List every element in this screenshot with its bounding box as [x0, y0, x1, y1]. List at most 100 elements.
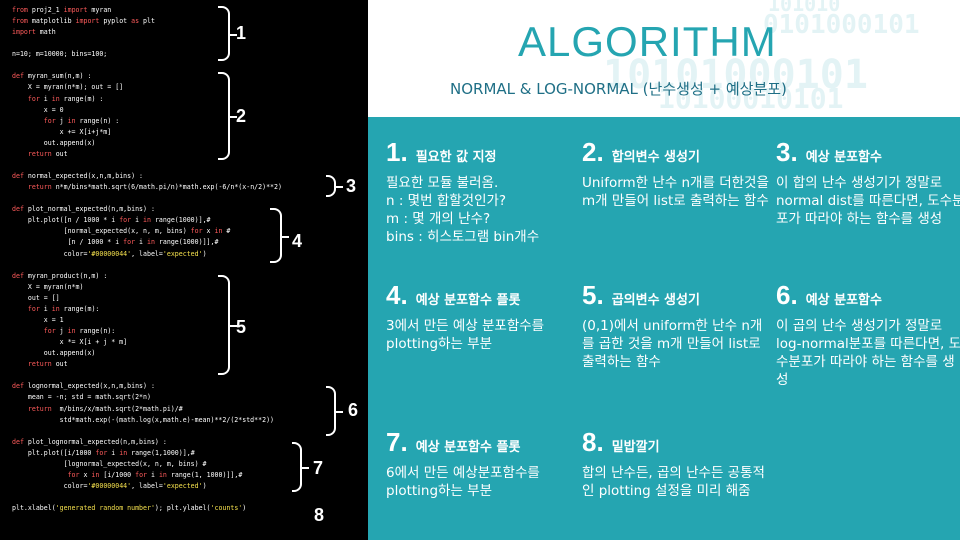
step-description: Uniform한 난수 n개를 더한것을 m개 만들어 list로 출력하는 함… [582, 175, 769, 209]
code-token: import [63, 6, 88, 14]
code-bracket [218, 275, 237, 375]
code-token: in [158, 470, 167, 479]
step-title: 필요한 값 지정 [415, 150, 497, 165]
code-token: for [119, 216, 132, 225]
code-token: range(n) : [75, 116, 120, 125]
step-header: 2.합의변수 생성기 [582, 137, 772, 168]
step-description: 6에서 만든 예상분포함수를 plotting하는 부분 [386, 465, 540, 499]
step-title: 밑밥깔기 [611, 440, 660, 455]
code-token: from [12, 6, 28, 14]
code-token: x *= X[i + j * m] [12, 338, 128, 347]
code-token: plot_lognormal_expected(n,m,bins) : [23, 437, 167, 446]
code-token [12, 183, 28, 191]
bracket-label: 6 [348, 400, 359, 420]
bracket-label: 4 [292, 231, 303, 251]
step-title: 곱의변수 생성기 [611, 293, 700, 308]
code-token: range(1000)],# [150, 216, 211, 225]
code-line: return out [12, 150, 68, 158]
code-token: X = myran(n*m); out = [] [12, 83, 124, 92]
step-number: 1. [386, 137, 408, 167]
code-token: plt.plot([i/1000 [12, 448, 96, 457]
code-token: [n / 1000 * i [12, 238, 124, 247]
code-line: return out [12, 360, 68, 368]
bracket-label: 8 [314, 505, 325, 525]
code-token: m/bins/x/math.sqrt(2*math.pi)/# [51, 404, 183, 413]
code-token: [normal_expected(x, n, m, bins) [12, 227, 191, 236]
code-line: [n / 1000 * i for i in range(1000)]],# [12, 238, 219, 247]
code-token: i [39, 304, 52, 313]
binary-decoration: 10101000101 [603, 52, 868, 98]
code-token: x = 1 [12, 315, 64, 324]
code-line: color='#00000044', label='expected') [12, 482, 207, 490]
step-header: 7. 예상 분포함수 플롯 [386, 427, 576, 458]
code-line: return m/bins/x/math.sqrt(2*math.pi)/# [12, 405, 183, 413]
code-line: plt.plot([i/1000 for i in range(1,1000)]… [12, 449, 195, 457]
code-token: pyplot [99, 17, 132, 26]
code-token: n*m/bins*math.sqrt(6/math.pi/n)*math.exp… [51, 183, 282, 192]
step-number: 7. [386, 427, 408, 457]
code-line: def plot_lognormal_expected(n,m,bins) : [12, 438, 167, 446]
code-line: plt.xlabel('generated random number'); p… [12, 504, 246, 512]
code-bracket [326, 175, 343, 197]
code-token: std*math.exp(-(math.log(x,math.e)-mean)*… [12, 415, 275, 424]
code-token: x += X[i+j*m] [12, 127, 112, 136]
code-token: out.append(x) [12, 349, 96, 358]
code-token: '#00000044' [87, 482, 132, 490]
code-line: out.append(x) [12, 139, 96, 147]
code-token: , label= [131, 482, 163, 490]
code-token: for [27, 94, 40, 103]
code-bracket [292, 442, 309, 492]
code-token: in [147, 238, 155, 247]
code-token: return [27, 183, 52, 192]
code-token: def [12, 205, 24, 214]
code-token: for [67, 470, 80, 479]
code-token: myran [87, 6, 112, 14]
code-line: import math [12, 28, 56, 36]
page-subtitle: NORMAL & LOG-NORMAL (난수생성 + 예상분포) [450, 80, 787, 98]
step-title: 예상 분포함수 플롯 [415, 293, 521, 308]
header: 101010 0101000101 10101000101 1010001010… [368, 0, 960, 117]
code-bracket [218, 6, 237, 61]
code-token: 'generated random number' [55, 504, 155, 513]
step-title: 예상 분포함수 플롯 [415, 440, 521, 455]
code-line: x = 0 [12, 106, 64, 114]
code-line: color='#00000044', label='expected') [12, 250, 207, 258]
code-token: return [27, 149, 52, 158]
binary-decoration: 10100010101 [658, 82, 844, 115]
code-token: as [131, 17, 140, 26]
code-token: math [35, 28, 56, 37]
code-line: def lognormal_expected(x,n,m,bins) : [12, 382, 155, 390]
code-token: i [107, 448, 120, 457]
step-description: 합의 난수든, 곱의 난수든 공통적인 plotting 설정을 미리 해줌 [582, 465, 765, 499]
code-token: [i/1000 [99, 470, 136, 479]
code-line: for x in [i/1000 for i in range(1, 1000)… [12, 470, 243, 479]
code-token: color= [12, 249, 88, 258]
code-token: lognormal_expected(x,n,m,bins) : [23, 382, 155, 391]
code-line: plt.plot([n / 1000 * i for i in range(10… [12, 216, 211, 224]
code-line: x = 1 [12, 316, 64, 324]
code-line: x *= X[i + j * m] [12, 338, 128, 347]
code-token: mean = -n; std = math.sqrt(2*n) [12, 393, 151, 402]
bracket-label: 7 [313, 458, 324, 478]
code-token: for [190, 227, 203, 236]
code-token: i [131, 216, 144, 225]
code-token: for [95, 448, 108, 457]
step-title: 예상 분포함수 [805, 150, 882, 165]
step-description: 이 합의 난수 생성기가 정말로 normal dist를 따른다면, 도수분포… [776, 175, 960, 227]
bracket-label: 1 [236, 23, 247, 43]
code-line: out.append(x) [12, 349, 96, 358]
code-token: def [12, 172, 24, 181]
code-token: normal_expected(x,n,m,bins) : [23, 172, 144, 181]
code-token: ); plt.ylabel( [154, 504, 211, 513]
code-token: def [12, 72, 24, 81]
code-token: in [119, 448, 128, 457]
code-token: '#00000044' [87, 249, 132, 258]
code-token: plt.plot([n / 1000 * i [12, 216, 120, 225]
step-header: 3.예상 분포함수 [776, 137, 960, 168]
code-line: for i in range(m): [12, 304, 100, 313]
code-token: for [43, 327, 56, 336]
